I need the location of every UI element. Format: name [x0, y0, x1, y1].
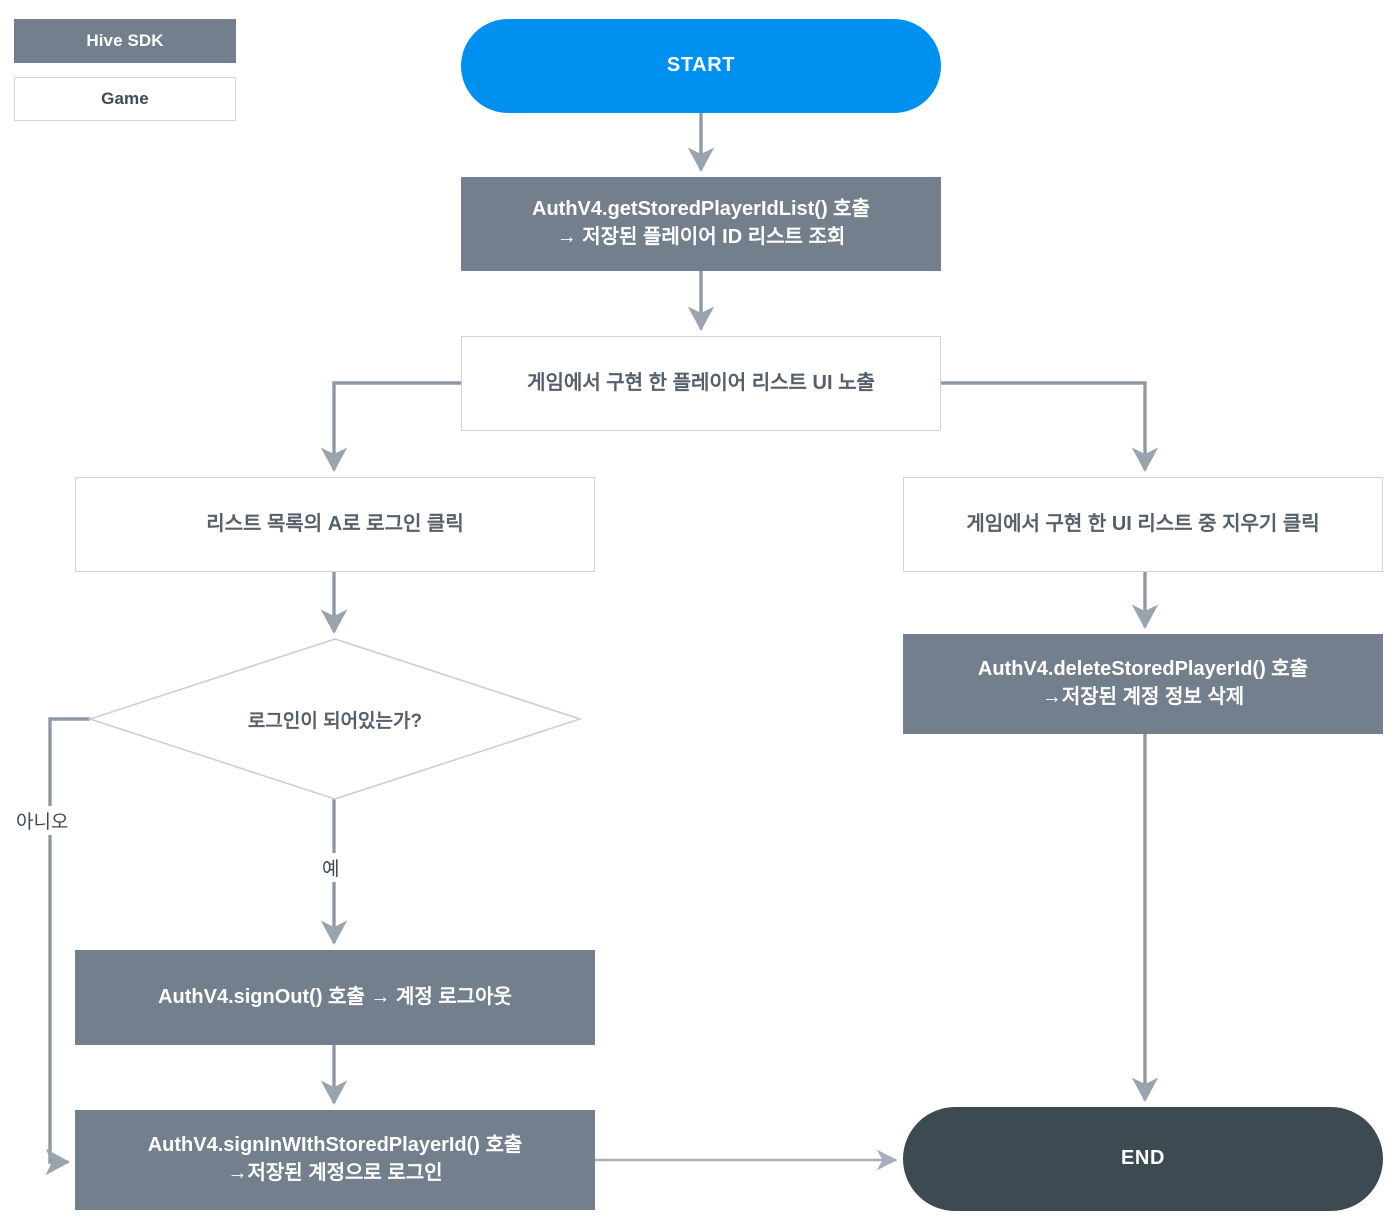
edge-label-yes: 예	[318, 853, 344, 882]
node-sign-in-with-stored-player-id: AuthV4.signInWIthStoredPlayerId() 호출 →저장…	[75, 1110, 595, 1210]
node-click-delete: 게임에서 구현 한 UI 리스트 중 지우기 클릭	[903, 477, 1383, 572]
legend-item-label: Hive SDK	[86, 31, 164, 50]
node-start-label: START	[666, 54, 736, 77]
node-click-login-with-a-label: 리스트 목록의 A로 로그인 클릭	[206, 512, 464, 535]
node-delete-stored-player-id: AuthV4.deleteStoredPlayerId() 호출 →저장된 계정…	[903, 634, 1383, 734]
node-is-signed-in: 로그인이 되어있는가?	[90, 639, 580, 799]
node-is-signed-in-label: 로그인이 되어있는가?	[247, 710, 423, 732]
node-end-label: END	[1120, 1147, 1166, 1170]
node-start: START	[461, 19, 941, 113]
node-sign-out: AuthV4.signOut() 호출 → 계정 로그아웃	[75, 950, 595, 1045]
legend-item-hive-sdk: Hive SDK	[14, 19, 236, 63]
node-player-list-ui: 게임에서 구현 한 플레이어 리스트 UI 노출	[461, 336, 941, 431]
node-get-stored-player-id-list: AuthV4.getStoredPlayerIdList() 호출 → 저장된 …	[461, 177, 941, 271]
edge-playerlist-to-clicklogin	[320, 381, 461, 473]
node-get-stored-player-id-list-label: AuthV4.getStoredPlayerIdList() 호출 → 저장된 …	[532, 198, 870, 248]
edge-decision-no-to-signin	[45, 717, 90, 1176]
node-delete-stored-player-id-label: AuthV4.deleteStoredPlayerId() 호출 →저장된 계정…	[977, 658, 1309, 708]
edge-label-no: 아니오	[12, 806, 73, 835]
legend-item-label: Game	[101, 89, 149, 108]
legend-item-game: Game	[14, 77, 236, 121]
node-sign-out-label: AuthV4.signOut() 호출 → 계정 로그아웃	[158, 985, 512, 1008]
node-click-delete-label: 게임에서 구현 한 UI 리스트 중 지우기 클릭	[966, 512, 1320, 535]
node-sign-in-with-stored-player-id-label: AuthV4.signInWIthStoredPlayerId() 호출 →저장…	[147, 1134, 523, 1184]
node-click-login-with-a: 리스트 목록의 A로 로그인 클릭	[75, 477, 595, 572]
node-end: END	[903, 1107, 1383, 1211]
node-player-list-ui-label: 게임에서 구현 한 플레이어 리스트 UI 노출	[527, 371, 875, 394]
edge-playerlist-to-clickdelete	[941, 381, 1159, 473]
